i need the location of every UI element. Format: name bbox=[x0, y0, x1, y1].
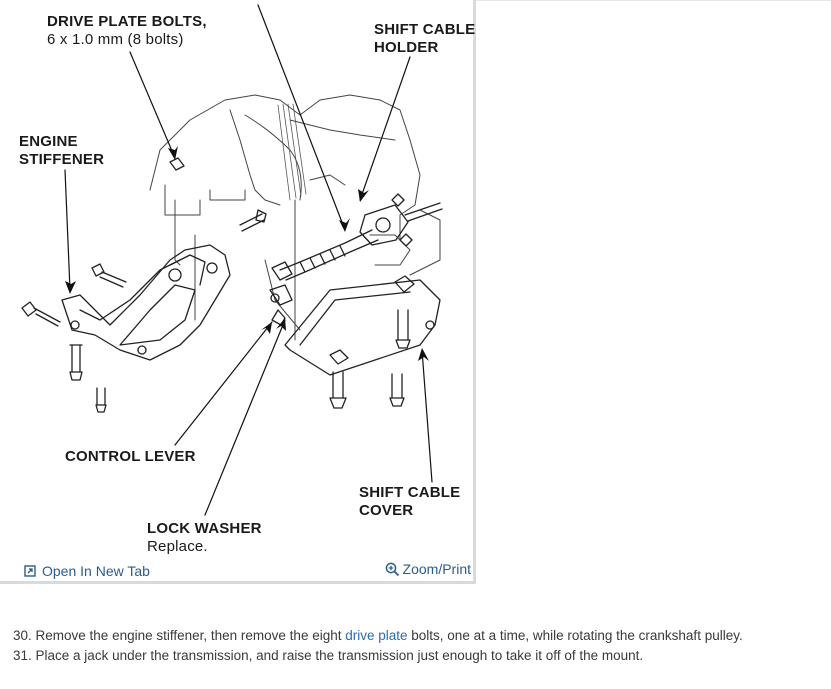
open-in-new-tab-label: Open In New Tab bbox=[42, 563, 150, 579]
drive-plate-link[interactable]: drive plate bbox=[345, 628, 408, 643]
procedure-steps: 30. Remove the engine stiffener, then re… bbox=[13, 626, 823, 666]
step-30: 30. Remove the engine stiffener, then re… bbox=[13, 626, 823, 646]
lock-washer-text: LOCK WASHER bbox=[147, 520, 262, 537]
lock-washer-note: Replace. bbox=[147, 538, 208, 555]
engine-stiffener-line1: ENGINE bbox=[19, 133, 78, 150]
step-number: 31. bbox=[13, 648, 32, 663]
zoom-print-link[interactable]: Zoom/Print bbox=[385, 561, 471, 577]
open-in-new-tab-link[interactable]: Open In New Tab bbox=[24, 563, 150, 579]
leader-arrowheads bbox=[65, 146, 429, 361]
label-engine-stiffener: ENGINE STIFFENER bbox=[19, 133, 104, 169]
drive-plate-bolts-spec: 6 x 1.0 mm (8 bolts) bbox=[47, 31, 184, 48]
shift-cable-cover-part bbox=[284, 275, 441, 376]
shift-cable-holder-line2: HOLDER bbox=[374, 39, 439, 56]
label-drive-plate-bolts: DRIVE PLATE BOLTS, 6 x 1.0 mm (8 bolts) bbox=[47, 13, 207, 49]
figure-card: DRIVE PLATE BOLTS, 6 x 1.0 mm (8 bolts) … bbox=[0, 0, 476, 584]
open-external-icon bbox=[24, 565, 36, 577]
zoom-print-label: Zoom/Print bbox=[402, 561, 471, 577]
shift-cable-cover-line2: COVER bbox=[359, 502, 414, 519]
shift-cable-assembly bbox=[269, 193, 443, 326]
step-31: 31. Place a jack under the transmission,… bbox=[13, 646, 823, 666]
step-text: Remove the engine stiffener, then remove… bbox=[31, 628, 346, 643]
label-shift-cable-cover: SHIFT CABLE COVER bbox=[359, 484, 460, 520]
step-text: Place a jack under the transmission, and… bbox=[31, 648, 644, 663]
bolts-left bbox=[21, 157, 267, 413]
magnifier-plus-icon bbox=[385, 562, 399, 576]
bolts-right bbox=[329, 309, 411, 409]
leader-lines bbox=[64, 4, 433, 516]
shift-cable-cover-line1: SHIFT CABLE bbox=[359, 484, 461, 501]
step-text: bolts, one at a time, while rotating the… bbox=[407, 628, 743, 643]
step-number: 30. bbox=[13, 628, 32, 643]
label-lock-washer: LOCK WASHER Replace. bbox=[147, 520, 262, 556]
flywheel-edge bbox=[277, 103, 307, 201]
transmission-diagram bbox=[21, 4, 443, 516]
shift-cable-holder-line1: SHIFT CABLE bbox=[374, 21, 476, 38]
engine-block-outline bbox=[149, 94, 441, 341]
engine-stiffener-part bbox=[61, 244, 231, 361]
control-lever-text: CONTROL LEVER bbox=[65, 448, 196, 465]
label-shift-cable-holder: SHIFT CABLE HOLDER bbox=[374, 21, 475, 57]
label-control-lever: CONTROL LEVER bbox=[65, 448, 196, 466]
figure-footer: Open In New Tab Zoom/Print bbox=[0, 560, 473, 582]
drive-plate-bolts-title: DRIVE PLATE BOLTS, bbox=[47, 13, 207, 30]
engine-stiffener-line2: STIFFENER bbox=[19, 151, 105, 168]
